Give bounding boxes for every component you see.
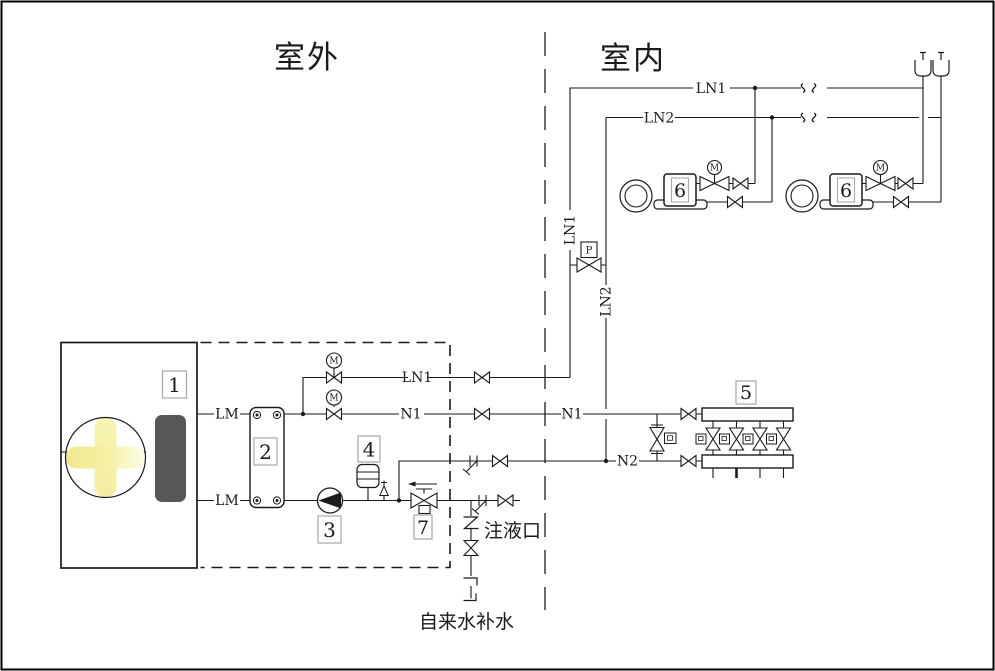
fan-icon bbox=[64, 416, 147, 499]
badge-3: 3 bbox=[317, 515, 342, 544]
svg-text:5: 5 bbox=[740, 382, 752, 404]
air-vent-icon bbox=[932, 51, 950, 77]
motorized-valve-icon: M bbox=[865, 159, 896, 192]
badge-6b: 6 bbox=[836, 177, 856, 203]
svg-text:6: 6 bbox=[840, 180, 852, 202]
makeup-water-note: 自来水补水 bbox=[419, 611, 514, 633]
lm-top-label: LM bbox=[215, 407, 239, 423]
badge-6a: 6 bbox=[670, 177, 690, 203]
hydronic-module-dashed-box bbox=[200, 341, 451, 569]
shutoff-valve-icon bbox=[892, 195, 910, 209]
air-vent-icon bbox=[914, 51, 932, 77]
svg-text:7: 7 bbox=[417, 517, 429, 539]
primary-loop-pipes bbox=[197, 413, 250, 502]
shutoff-valve-icon bbox=[491, 454, 509, 468]
pipe-junction-dot bbox=[396, 498, 402, 503]
actuator-box-icon bbox=[742, 433, 754, 445]
manifold-inlet-valve-icon bbox=[680, 407, 697, 421]
fan-coil-unit-b: 6 M bbox=[785, 159, 941, 213]
pipe-junction-dot bbox=[300, 411, 306, 417]
shutoff-valve-icon bbox=[473, 371, 491, 384]
badge-5: 5 bbox=[735, 380, 757, 405]
manifold-supply-bar bbox=[701, 407, 794, 422]
plate-heat-exchanger: 2 bbox=[249, 406, 285, 509]
actuator-box-icon bbox=[719, 433, 730, 445]
svg-text:1: 1 bbox=[168, 373, 181, 397]
fcu-risers bbox=[754, 76, 942, 202]
strainer-icon bbox=[462, 454, 478, 476]
ln2-riser-label: LN2 bbox=[599, 286, 615, 316]
return-pipes bbox=[284, 460, 702, 599]
shutoff-valve-icon bbox=[897, 177, 914, 190]
supply-branch-pipes bbox=[284, 87, 941, 461]
manifold: 5 bbox=[649, 380, 794, 478]
pressure-bypass-valve-icon: P bbox=[570, 241, 606, 273]
pump-icon: 3 bbox=[316, 487, 344, 544]
union-icon bbox=[462, 516, 480, 530]
shutoff-valve-icon bbox=[732, 177, 749, 190]
badge-7: 7 bbox=[413, 514, 433, 540]
svg-text:3: 3 bbox=[323, 518, 336, 542]
zone-outdoor-title: 室外 bbox=[274, 40, 340, 76]
pipe-break-icon bbox=[800, 82, 817, 94]
fill-valve-icon bbox=[463, 539, 479, 557]
ln1-riser-label: LN1 bbox=[563, 215, 579, 245]
shutoff-valve-icon bbox=[497, 494, 514, 507]
ln1-label: LN1 bbox=[696, 81, 726, 97]
svg-text:2: 2 bbox=[259, 440, 272, 464]
fill-port-note: 注液口 bbox=[484, 520, 541, 542]
svg-text:6: 6 bbox=[674, 180, 686, 202]
n1-branch-label: N1 bbox=[400, 407, 421, 423]
pipe-break-icon bbox=[800, 112, 817, 123]
svg-text:M: M bbox=[329, 394, 338, 404]
outdoor-unit: 1 bbox=[60, 341, 198, 569]
differential-bypass-valve-icon bbox=[649, 414, 677, 461]
badge-4: 4 bbox=[357, 435, 381, 463]
expansion-tank-icon: 4 bbox=[356, 435, 381, 489]
motorized-valve-n1-icon: M bbox=[325, 389, 343, 421]
strainer-icon bbox=[471, 494, 487, 516]
manifold-return-valve-icon bbox=[680, 454, 697, 468]
ln1-branch-label: LN1 bbox=[402, 370, 432, 386]
n1-mid-label: N1 bbox=[561, 407, 582, 423]
motorized-valve-ln1-icon: M bbox=[325, 352, 343, 384]
ln2-label: LN2 bbox=[644, 111, 674, 127]
pipe-end-hook-icon bbox=[463, 593, 477, 602]
fan-coil-unit-a: 6 M bbox=[619, 159, 772, 213]
zone-indoor-title: 室内 bbox=[600, 41, 666, 77]
actuator-box-icon bbox=[766, 433, 777, 445]
motorized-valve-icon: M bbox=[699, 159, 730, 192]
three-way-valve-icon: 7 bbox=[408, 481, 438, 540]
actuator-box-icon bbox=[695, 433, 707, 445]
shutoff-valve-icon bbox=[726, 195, 744, 209]
manifold-return-bar bbox=[701, 454, 794, 469]
svg-text:4: 4 bbox=[363, 438, 376, 462]
shutoff-valve-icon bbox=[473, 407, 491, 421]
badge-2: 2 bbox=[253, 437, 278, 466]
svg-text:M: M bbox=[876, 164, 885, 174]
badge-1: 1 bbox=[161, 370, 188, 399]
lm-bottom-label: LM bbox=[215, 493, 239, 509]
manifold-loop-valves bbox=[695, 427, 792, 451]
svg-text:M: M bbox=[329, 357, 338, 367]
makeup-water-branch: 注液口 自来水补水 bbox=[419, 516, 541, 633]
pipe-break-hook-icon bbox=[463, 577, 478, 586]
svg-text:P: P bbox=[586, 246, 593, 257]
auto-air-vent-icon bbox=[379, 480, 389, 496]
pipe-junction-dot bbox=[603, 458, 609, 464]
svg-text:M: M bbox=[710, 164, 719, 174]
coil-block bbox=[155, 415, 186, 502]
n2-label: N2 bbox=[617, 454, 638, 470]
